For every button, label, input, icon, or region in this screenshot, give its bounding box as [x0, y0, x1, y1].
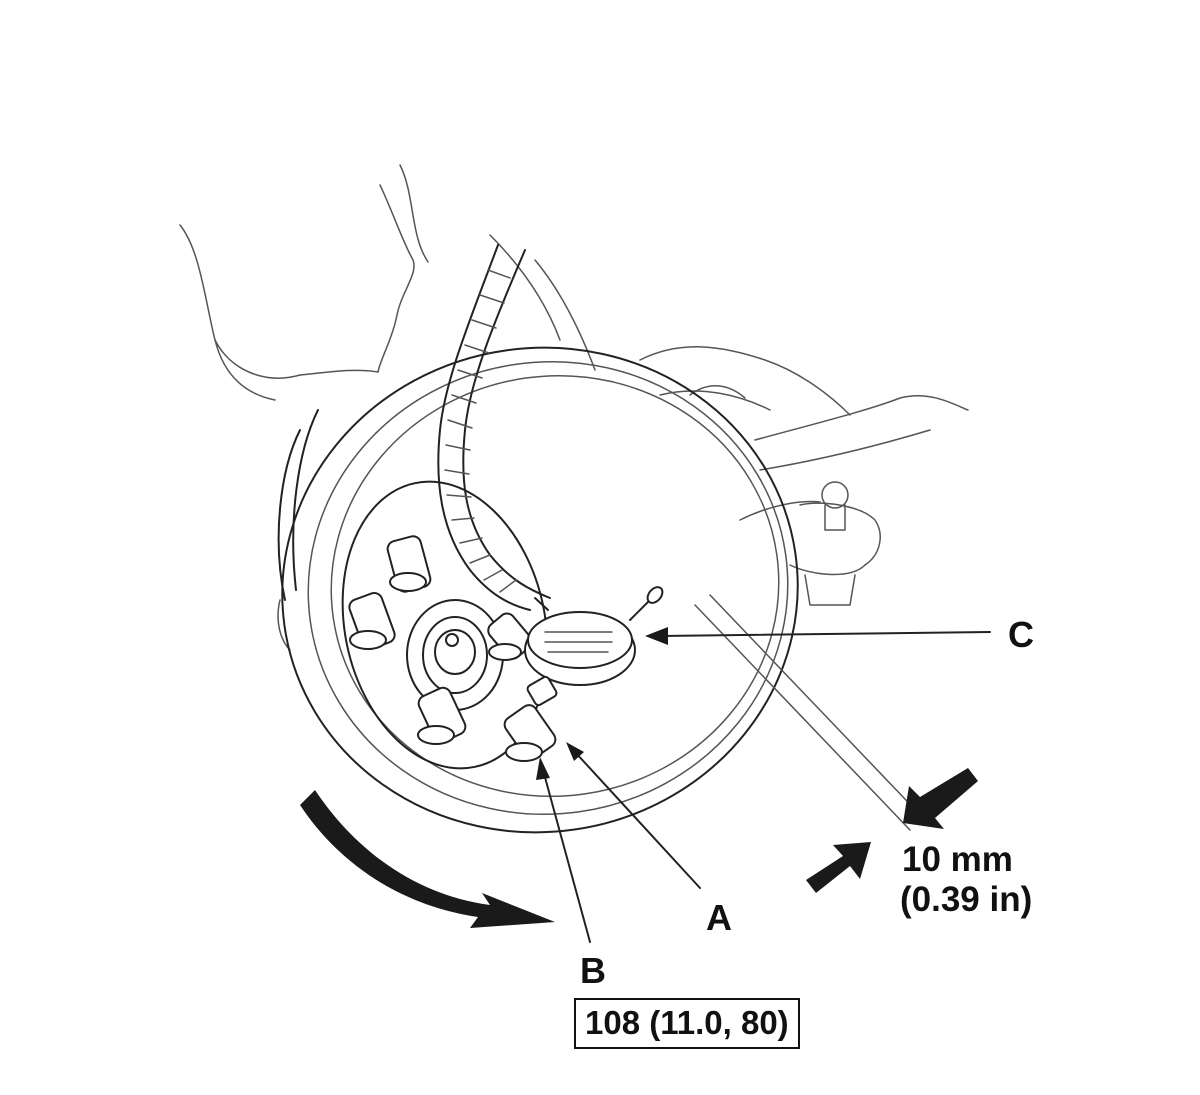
wheel-stud — [487, 612, 533, 661]
wheel-stud — [503, 704, 557, 762]
brake-disc — [277, 346, 799, 834]
measurement-metric: 10 mm — [902, 840, 1013, 879]
callout-b-label: B — [580, 950, 606, 991]
leader-lines — [536, 627, 991, 943]
wheel-studs — [348, 535, 557, 762]
dial-indicator — [524, 586, 664, 707]
measurement-arrows — [806, 768, 978, 893]
wheel-hub — [406, 599, 504, 711]
suspension-outline — [179, 164, 969, 651]
torque-spec-box: 108 (11.0, 80) — [574, 998, 800, 1049]
measurement-guide — [694, 594, 926, 831]
rotation-arrow — [300, 790, 555, 928]
indicator-cable — [437, 244, 551, 611]
wheel-stud — [386, 535, 432, 593]
wheel-stud — [348, 592, 396, 650]
wheel-stud — [417, 686, 467, 745]
callout-a-label: A — [706, 897, 732, 938]
measurement-imperial: (0.39 in) — [900, 880, 1033, 919]
callout-c-label: C — [1008, 614, 1034, 655]
